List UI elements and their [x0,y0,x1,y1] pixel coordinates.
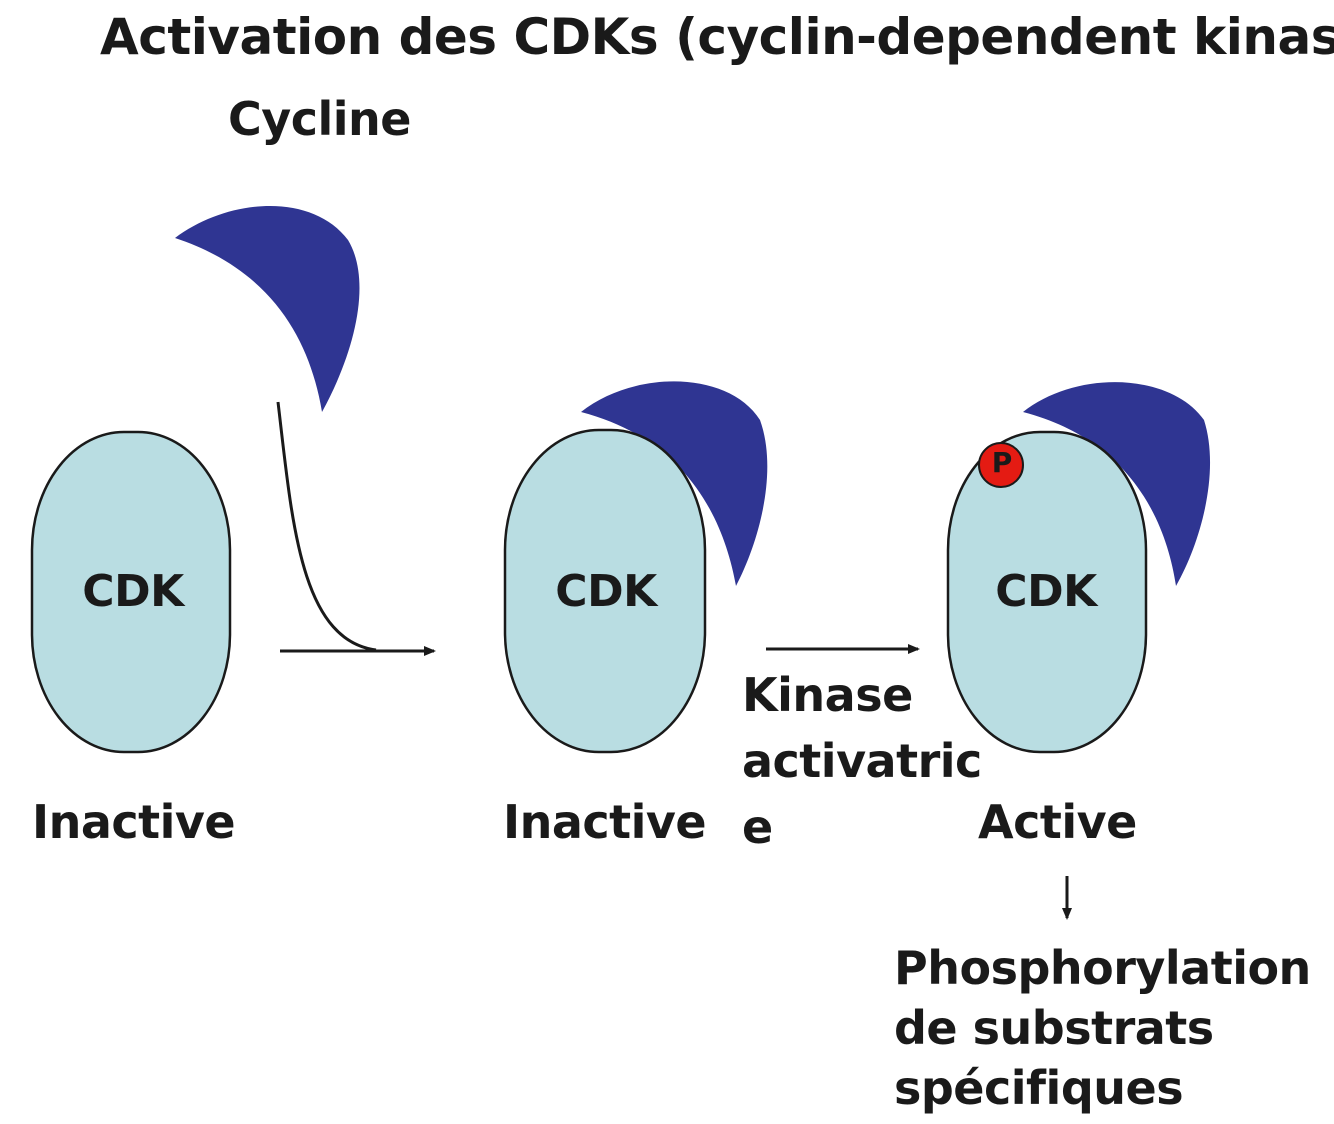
phosphate-circle [978,442,1024,488]
cdk-label-1: CDK [82,566,184,617]
cdk-inactive-1-shape [30,430,232,754]
cdk-label-2: CDK [555,566,657,617]
kinase-line-3: e [742,800,773,854]
result-line-1: Phosphorylation [894,941,1311,995]
cyclin-free-shape [175,205,360,412]
cycline-label: Cycline [228,92,412,146]
result-line-2: de substrats [894,1001,1214,1055]
cyclin-bound-2-shape [1023,382,1211,586]
diagram-title: Activation des CDKs (cyclin-dependent ki… [100,8,1334,66]
result-line-3: spécifiques [894,1061,1184,1115]
cdk-label-3: CDK [995,566,1097,617]
kinase-line-1: Kinase [742,668,913,722]
cyclin-bound-1-shape [581,381,768,586]
binding-arrow [276,401,377,652]
phosphate-label: P [991,446,1013,479]
state-label-inactive-1: Inactive [32,795,236,849]
cdk-inactive-2-shape [503,428,707,754]
state-label-inactive-2: Inactive [503,795,707,849]
result-label: Phosphorylation de substrats spécifiques [894,938,1311,1118]
kinase-line-2: activatric [742,734,982,788]
state-label-active: Active [978,795,1137,849]
cdk-active-shape [946,430,1148,754]
kinase-activatrice-label: Kinase activatric e [742,662,982,860]
